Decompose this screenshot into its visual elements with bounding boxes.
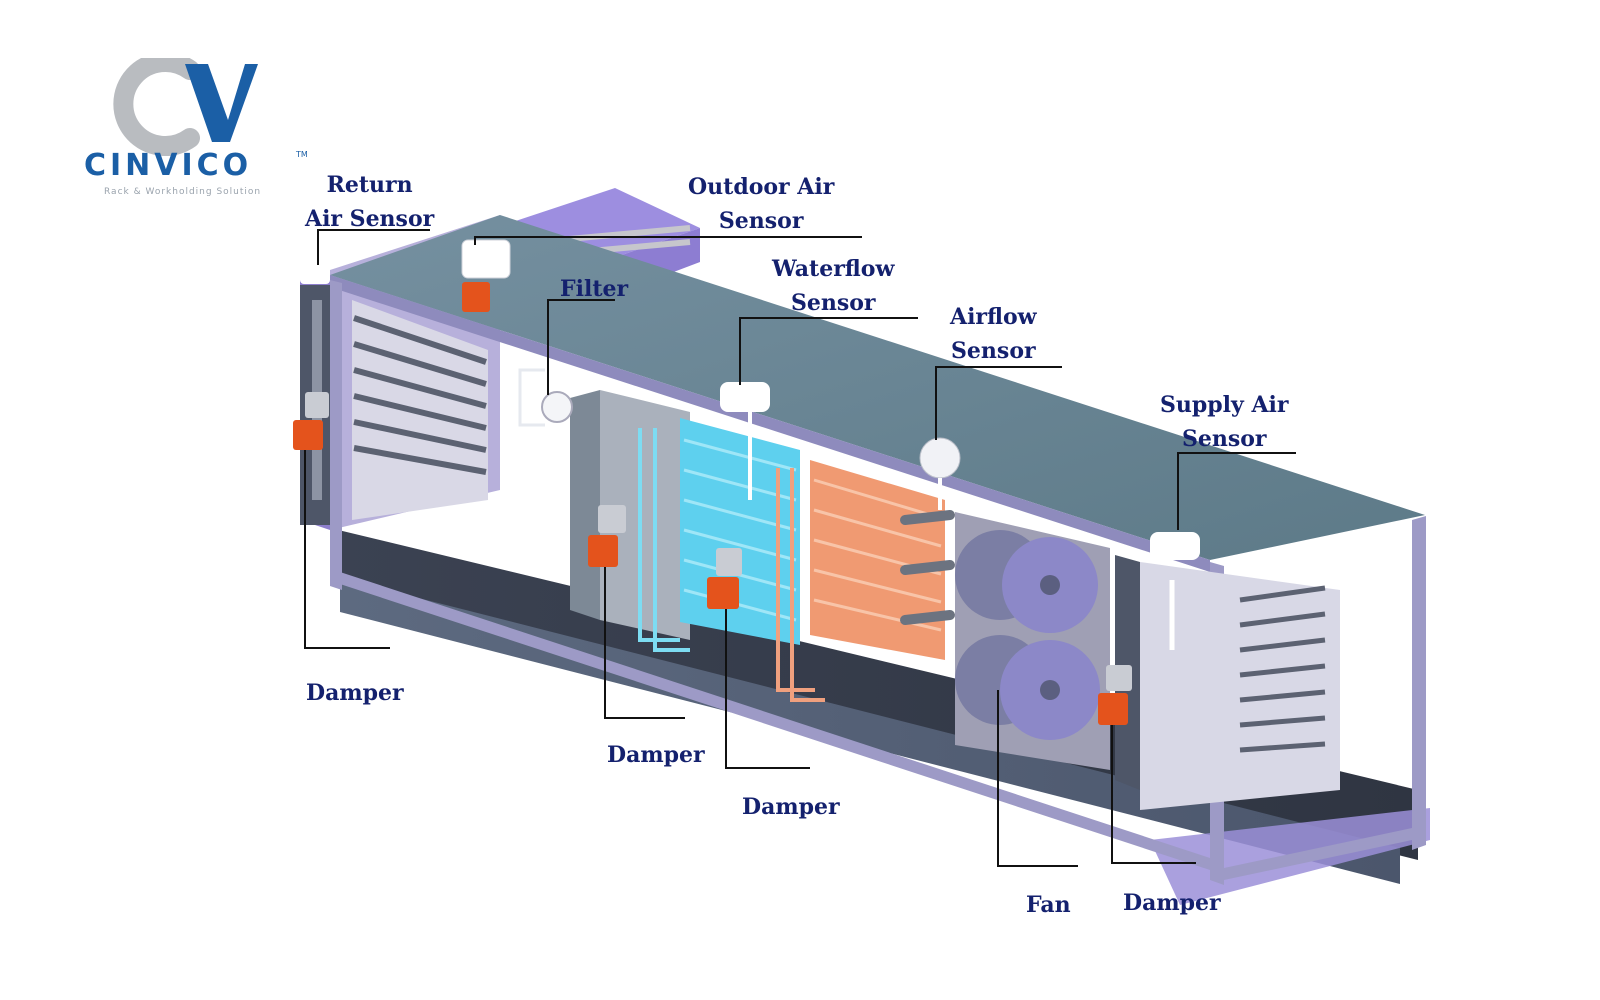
supply-grille-louvers bbox=[1239, 585, 1326, 753]
label-waterflow-sensor: Waterflow Sensor bbox=[772, 256, 895, 316]
leader-return-air-sensor bbox=[317, 229, 430, 265]
label-damper-3: Damper bbox=[742, 794, 840, 820]
supply-air-sensor-unit bbox=[1150, 532, 1200, 560]
label-airflow-sensor: Airflow Sensor bbox=[950, 304, 1037, 364]
supply-section bbox=[1115, 555, 1340, 810]
label-damper-1: Damper bbox=[306, 680, 404, 706]
sensors bbox=[300, 239, 1200, 560]
leader-supply-air-sensor bbox=[1177, 452, 1296, 530]
filter-gauge bbox=[541, 391, 573, 423]
brand-name: CINVICO bbox=[84, 148, 253, 183]
label-damper-2: Damper bbox=[607, 742, 705, 768]
outdoor-air-sensor-unit bbox=[461, 239, 511, 279]
leader-airflow-sensor bbox=[935, 366, 1062, 440]
damper-actuator-return bbox=[293, 392, 329, 450]
brand-trademark: TM bbox=[296, 150, 308, 159]
leader-damper-4 bbox=[1111, 725, 1196, 864]
leader-outdoor-air-sensor bbox=[474, 236, 862, 245]
unit-roof bbox=[330, 215, 1425, 560]
cinvico-logo-icon bbox=[113, 58, 258, 156]
leader-damper-1 bbox=[304, 450, 390, 649]
damper-actuator-coil bbox=[707, 548, 742, 609]
leader-damper-3 bbox=[725, 609, 810, 769]
label-fan: Fan bbox=[1026, 892, 1071, 918]
return-air-sensor-unit bbox=[300, 262, 330, 284]
fan-assembly bbox=[955, 512, 1110, 770]
damper-actuator-bypass bbox=[588, 505, 626, 567]
label-damper-4: Damper bbox=[1123, 890, 1221, 916]
damper-actuators bbox=[293, 282, 1132, 725]
brand-tagline: Rack & Workholding Solution bbox=[104, 187, 262, 197]
unit-roof-edge bbox=[330, 275, 1210, 572]
label-filter: Filter bbox=[560, 276, 629, 302]
leader-lines bbox=[304, 229, 1296, 867]
waterflow-sensor-unit bbox=[720, 382, 770, 412]
leader-fan bbox=[997, 690, 1078, 867]
label-return-air-sensor: Return Air Sensor bbox=[305, 172, 435, 232]
damper-actuator-supply bbox=[1098, 665, 1132, 725]
return-grille-louvers bbox=[353, 315, 487, 475]
label-outdoor-air-sensor: Outdoor Air Sensor bbox=[688, 174, 835, 234]
airflow-sensor-unit bbox=[919, 437, 961, 479]
leader-filter bbox=[547, 299, 615, 395]
heating-coil bbox=[776, 460, 955, 702]
leader-waterflow-sensor bbox=[739, 317, 918, 385]
leader-damper-2 bbox=[604, 567, 685, 719]
label-supply-air-sensor: Supply Air Sensor bbox=[1160, 392, 1289, 452]
interior-partitions bbox=[570, 390, 690, 640]
damper-actuator-outdoor bbox=[462, 282, 490, 312]
